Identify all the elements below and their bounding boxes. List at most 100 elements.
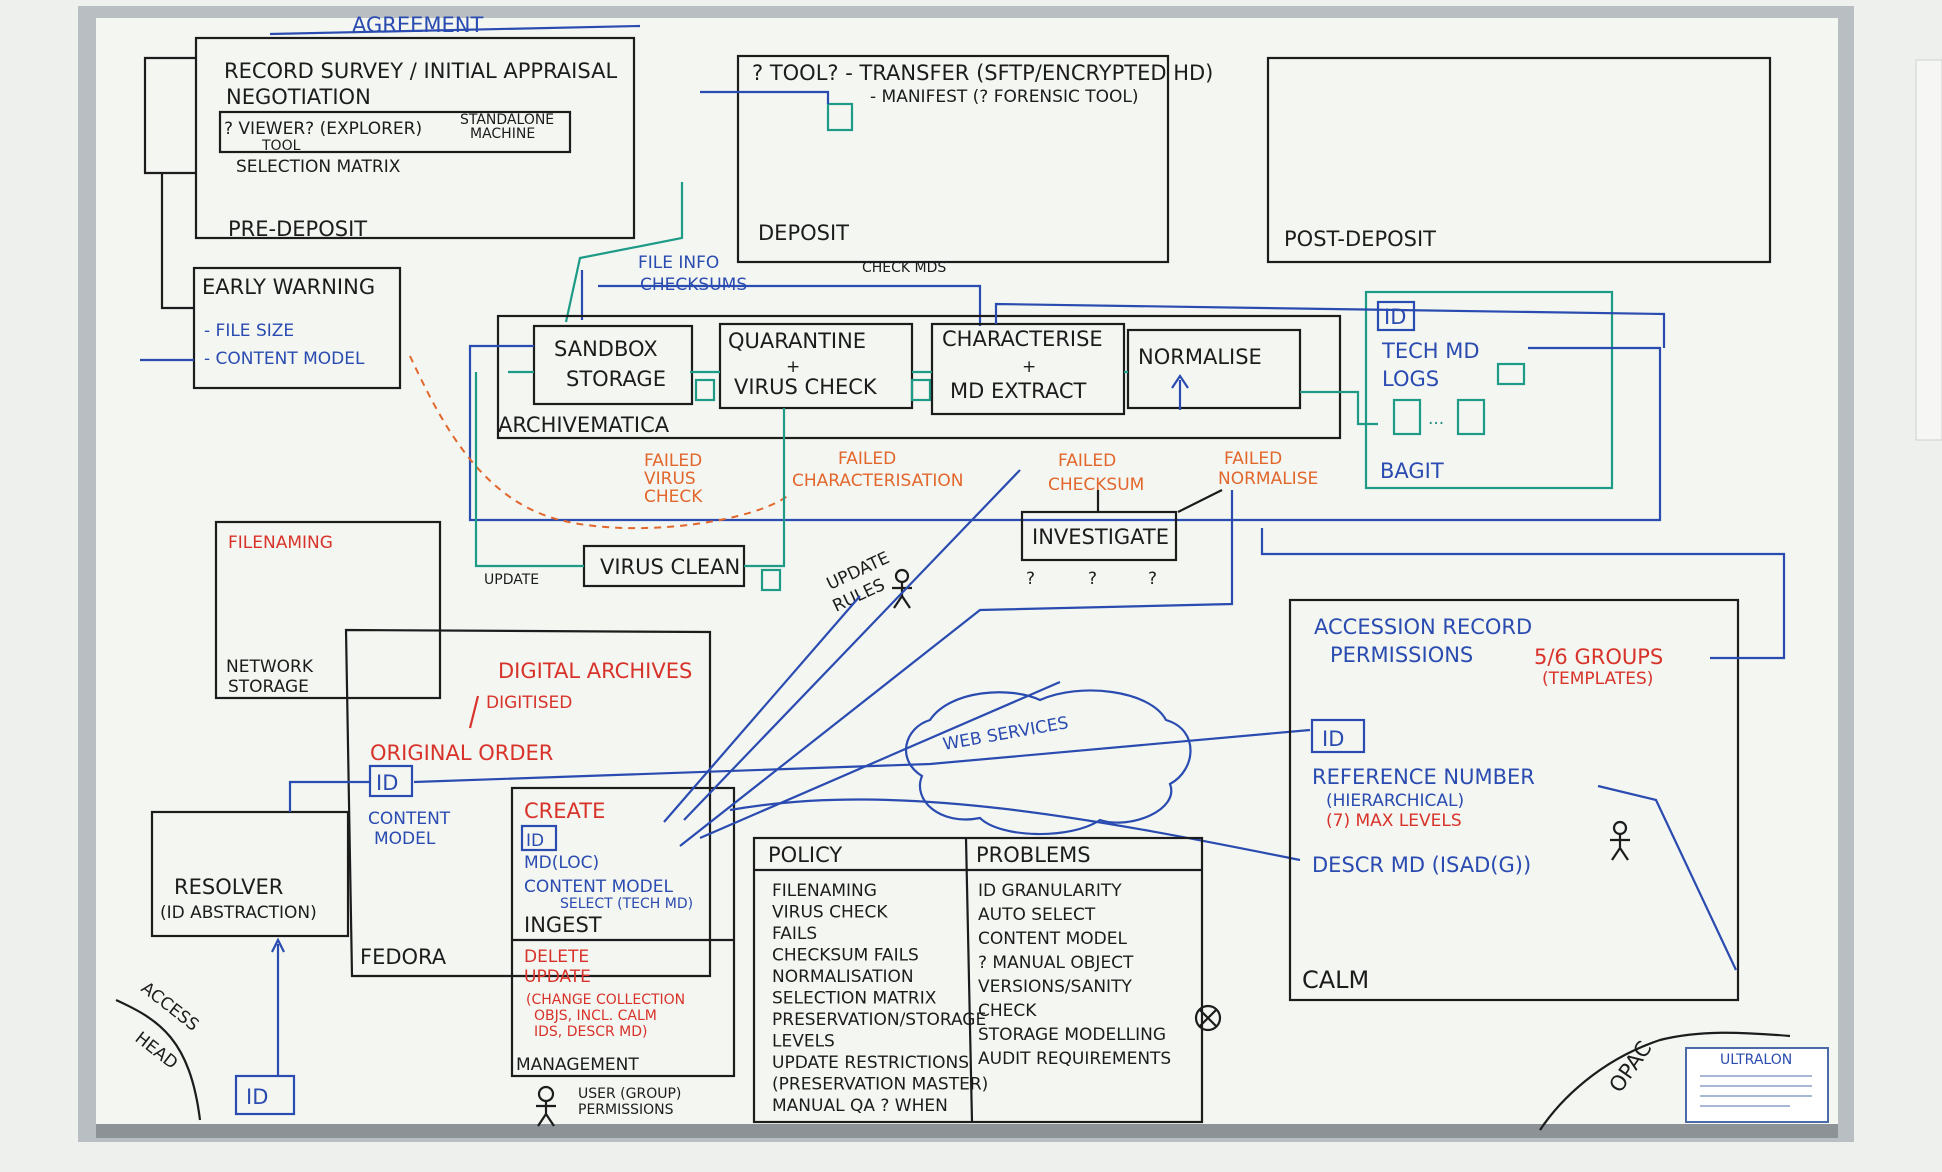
audit-star-cross — [1199, 1009, 1217, 1027]
deposit-blue-in — [700, 90, 830, 104]
calm-permissions-text: PERMISSIONS — [1330, 643, 1473, 667]
virus-clean-update: UPDATE — [484, 572, 539, 588]
delete-text: DELETE — [524, 947, 589, 967]
bagit-box — [1364, 290, 1614, 490]
bagit-label: BAGIT — [1380, 459, 1444, 483]
negotiation-text: NEGOTIATION — [226, 85, 371, 109]
fedora-id-text: ID — [376, 771, 398, 795]
logs-doc-icon — [1496, 362, 1526, 386]
investigate-q1: ? — [1026, 569, 1035, 589]
machine-text: MACHINE — [470, 126, 535, 142]
problems-item: AUTO SELECT — [978, 905, 1096, 925]
failed-virus-1: FAILED — [644, 451, 702, 471]
fedora-content-text: CONTENT — [368, 809, 451, 829]
accession-record-text: ACCESSION RECORD — [1314, 615, 1532, 639]
wall-paper — [1915, 59, 1942, 441]
quarantine-box — [718, 322, 914, 410]
policy-title: POLICY — [768, 843, 842, 867]
groups-text: 5/6 GROUPS — [1534, 645, 1663, 669]
content-model-dashed-line — [409, 355, 791, 530]
network-text: NETWORK — [226, 657, 314, 677]
quarantine-doc-icon — [910, 378, 932, 402]
standalone-text: STANDALONE — [460, 112, 554, 128]
ingest-text: INGEST — [524, 913, 602, 937]
tech-md-text: TECH MD — [1381, 339, 1480, 363]
policy-item: FAILS — [772, 924, 817, 944]
create-virus-link — [663, 595, 861, 823]
file-size-text: - FILE SIZE — [204, 321, 294, 341]
characterise-text: CHARACTERISE — [942, 327, 1103, 351]
manufacturer-sticker — [1685, 1047, 1829, 1123]
characterise-plus: + — [1022, 357, 1036, 377]
policy-problems-box — [752, 836, 1204, 1124]
policy-item: VIRUS CHECK — [772, 903, 888, 923]
resolver-box — [150, 810, 350, 938]
investigate-q3: ? — [1148, 569, 1157, 589]
virus-clean-green-up — [744, 408, 786, 568]
virus-clean-text: VIRUS CLEAN — [600, 555, 740, 579]
problems-title: PROBLEMS — [976, 843, 1091, 867]
quarantine-text: QUARANTINE — [728, 329, 866, 353]
permissions-to-bagit-line — [1260, 528, 1786, 660]
problems-item: VERSIONS/SANITY — [978, 977, 1132, 997]
policy-item: LEVELS — [772, 1032, 835, 1052]
board-tray — [96, 1124, 1838, 1138]
viewer-box — [218, 110, 572, 154]
bagit-file-1-icon — [1392, 398, 1422, 436]
investigate-text: INVESTIGATE — [1032, 525, 1169, 549]
create-text: CREATE — [524, 799, 605, 823]
policy-item: SELECTION MATRIX — [772, 989, 937, 1009]
fedora-box — [344, 628, 712, 978]
digital-archives-text: DIGITAL ARCHIVES — [498, 659, 692, 683]
failed-normalise-1: FAILED — [1224, 449, 1282, 469]
select-tech-md-text: SELECT (TECH MD) — [560, 896, 693, 912]
digitised-text: DIGITISED — [486, 693, 572, 713]
logs-text: LOGS — [1382, 367, 1439, 391]
deposit-title: DEPOSIT — [758, 221, 849, 245]
failed-checksum-1: FAILED — [1058, 451, 1116, 471]
predeposit-to-warning-line — [160, 173, 194, 310]
file-info-text: FILE INFO — [638, 253, 719, 273]
normalise-arrow-head — [1171, 374, 1189, 389]
quarantine-plus: + — [786, 357, 800, 377]
hierarchical-text: (HIERARCHICAL) — [1326, 791, 1464, 811]
calm-id-text: ID — [1322, 727, 1344, 751]
early-warning-box — [192, 266, 402, 390]
original-order-text: ORIGINAL ORDER — [370, 741, 553, 765]
tool-text: TOOL — [261, 138, 301, 154]
selection-matrix-text: SELECTION MATRIX — [236, 157, 401, 177]
investigate-q2: ? — [1088, 569, 1097, 589]
deposit-to-sandbox-green — [564, 182, 684, 323]
failed-checksum-2: CHECKSUM — [1048, 475, 1144, 495]
person-icon-body — [892, 582, 912, 609]
create-content-model-text: CONTENT MODEL — [524, 877, 673, 897]
problems-item: CHECK — [978, 1001, 1037, 1021]
opac-curve — [1539, 1031, 1791, 1131]
bagit-dots: ... — [1428, 409, 1444, 429]
sticker-lines — [1700, 1075, 1812, 1107]
fedora-model-text: MODEL — [374, 829, 436, 849]
access-id-box — [234, 1074, 296, 1116]
change-1-text: (CHANGE COLLECTION — [526, 992, 685, 1008]
normalise-box — [1126, 328, 1302, 410]
user-icon-body — [536, 1101, 556, 1127]
normalise-text: NORMALISE — [1138, 345, 1262, 369]
problems-item: STORAGE MODELLING — [978, 1025, 1166, 1045]
failed-normalise-2: NORMALISE — [1218, 469, 1318, 489]
board-surface — [96, 18, 1838, 1124]
audit-star-icon — [1194, 1004, 1222, 1032]
templates-text: (TEMPLATES) — [1542, 669, 1653, 689]
create-update-rules-link — [683, 469, 1021, 821]
calm-person-body — [1610, 834, 1630, 861]
virus-clean-doc-icon — [760, 568, 782, 592]
archivematica-box — [496, 314, 1342, 440]
policy-item: FILENAMING — [772, 881, 877, 901]
policy-item: CHECKSUM FAILS — [772, 946, 919, 966]
reference-to-opac-line — [1597, 784, 1737, 971]
filenaming-title: FILENAMING — [228, 533, 333, 553]
update-text: UPDATE — [524, 967, 591, 987]
problems-item: AUDIT REQUIREMENTS — [978, 1049, 1171, 1069]
